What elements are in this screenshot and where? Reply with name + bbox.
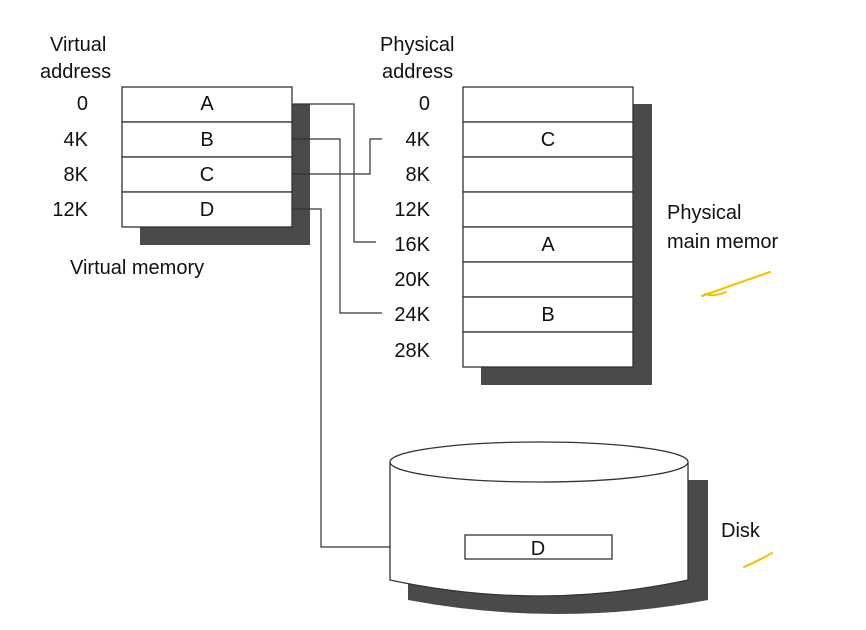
- physical-address-16k: 16K: [394, 234, 430, 256]
- physical-frame-4k-label: C: [541, 129, 555, 151]
- highlight-mark-memory: [701, 271, 771, 297]
- virtual-address-0: 0: [77, 93, 88, 115]
- physical-frame-cell-8k: [462, 156, 634, 193]
- mapping-line-c-to-4k: [293, 138, 382, 175]
- physical-frame-16k-label: A: [541, 234, 555, 256]
- virtual-page-a: A: [200, 93, 214, 115]
- physical-frame-cell-24k: [462, 296, 634, 333]
- physical-frame-cell-4k: [462, 121, 634, 158]
- physical-address-heading-line2: address: [382, 61, 453, 83]
- physical-main-memory-caption-line2: main memor: [667, 231, 778, 253]
- page-mapping-lines: [293, 103, 392, 548]
- virtual-memory-table: [121, 86, 293, 228]
- virtual-page-cell-d: [121, 191, 293, 228]
- physical-frame-cell-0: [462, 86, 634, 123]
- mapping-line-d-to-disk: [293, 208, 392, 548]
- mapping-line-a-to-16k: [293, 103, 376, 243]
- physical-address-20k: 20K: [394, 269, 430, 291]
- physical-address-0: 0: [419, 93, 430, 115]
- virtual-address-heading-line2: address: [40, 61, 111, 83]
- mapping-line-b-to-24k: [293, 138, 382, 314]
- highlight-mark-disk: [743, 552, 773, 568]
- disk-body: [389, 462, 689, 597]
- virtual-address-4k: 4K: [64, 129, 89, 151]
- virtual-address-12k: 12K: [52, 199, 88, 221]
- disk-caption: Disk: [721, 520, 761, 542]
- disk-page-slot: [464, 534, 613, 560]
- virtual-page-cell-c: [121, 156, 293, 193]
- physical-address-24k: 24K: [394, 304, 430, 326]
- virtual-page-cell-a: [121, 86, 293, 123]
- physical-main-memory-caption-line1: Physical: [667, 202, 741, 224]
- virtual-memory-caption: Virtual memory: [70, 257, 204, 279]
- physical-address-8k: 8K: [406, 164, 431, 186]
- virtual-page-d: D: [200, 199, 214, 221]
- physical-frame-cell-28k: [462, 331, 634, 368]
- physical-frame-cell-12k: [462, 191, 634, 228]
- disk-page-d: D: [531, 538, 545, 560]
- virtual-page-c: C: [200, 164, 214, 186]
- virtual-address-heading-line1: Virtual: [50, 34, 106, 56]
- physical-address-4k: 4K: [406, 129, 431, 151]
- physical-memory-table: [462, 86, 634, 368]
- physical-address-28k: 28K: [394, 340, 430, 362]
- physical-frame-24k-label: B: [541, 304, 554, 326]
- physical-frame-cell-20k: [462, 261, 634, 298]
- physical-address-12k: 12K: [394, 199, 430, 221]
- virtual-page-b: B: [200, 129, 213, 151]
- virtual-address-8k: 8K: [64, 164, 89, 186]
- disk-cylinder: [389, 441, 708, 614]
- physical-address-heading-line1: Physical: [380, 34, 454, 56]
- disk-top: [389, 441, 689, 483]
- virtual-page-cell-b: [121, 121, 293, 158]
